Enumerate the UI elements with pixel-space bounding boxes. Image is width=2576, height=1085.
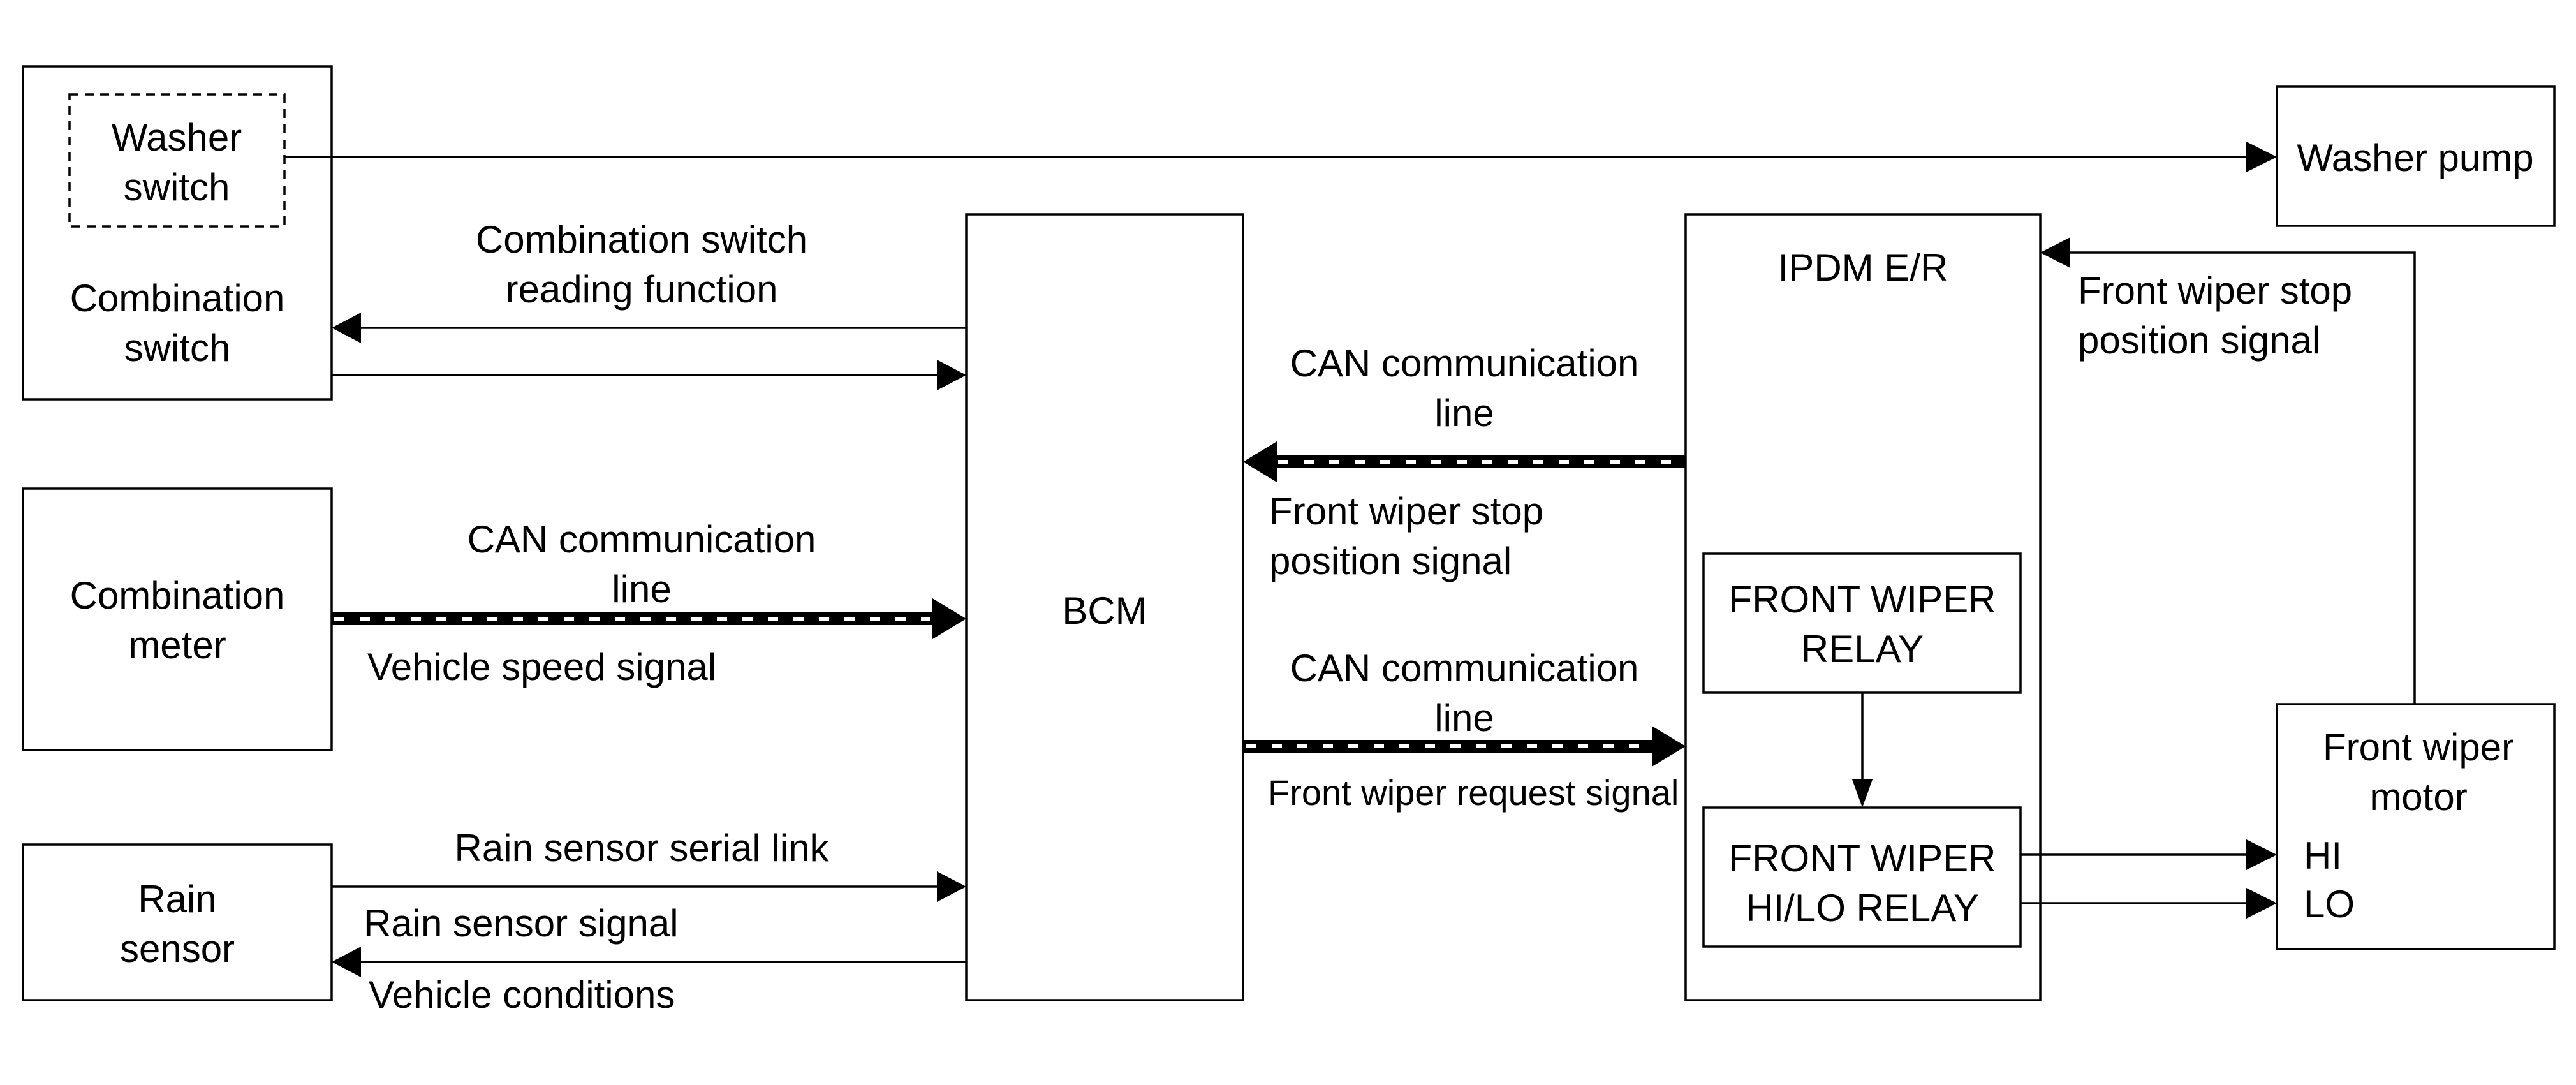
can-meter-to-bcm-line [332, 598, 966, 639]
can-ipdm-to-bcm-line [1243, 441, 1686, 482]
combination-switch-block: Combination switch [22, 65, 333, 401]
washer-switch-block: Washer switch [68, 93, 286, 228]
bcm-block: BCM [965, 213, 1244, 1001]
can-bcm-to-ipdm-line [1243, 726, 1686, 767]
vehicle-conditions-label: Vehicle conditions [369, 973, 675, 1016]
washer-switch-label-1: Washer [112, 116, 242, 159]
front-wiper-relay-label-2: RELAY [1801, 628, 1924, 670]
washer-pump-arrow [2246, 142, 2277, 172]
motor-hi-arrow [2246, 839, 2277, 870]
can-meter-label-2: line [612, 568, 671, 610]
front-wiper-motor-block: Front wiper motor HI LO [2276, 703, 2556, 950]
can-ipdm-label-2: line [1434, 392, 1494, 434]
can-bcm-label-2: line [1434, 697, 1494, 739]
washer-pump-label: Washer pump [2297, 137, 2533, 179]
front-wiper-relay-block: FRONT WIPER RELAY [1702, 552, 2022, 694]
can-meter-label-1: CAN communication [467, 518, 816, 561]
front-wiper-motor-label-1: Front wiper [2323, 726, 2514, 769]
bcm-to-rain-sensor-line [332, 947, 966, 977]
combination-meter-label-2: meter [128, 624, 226, 667]
front-wiper-hilo-relay-block: FRONT WIPER HI/LO RELAY [1702, 806, 2022, 948]
rain-sensor-label-2: sensor [120, 927, 235, 970]
can-ipdm-label-1: CAN communication [1290, 342, 1639, 385]
bcm-to-comb-switch-line [332, 313, 966, 343]
comb-switch-reading-label-1: Combination switch [476, 218, 807, 261]
stop-position-to-bcm-label-1: Front wiper stop [1269, 490, 1543, 533]
relay-to-hilo-relay-line [1852, 693, 1873, 808]
washer-switch-label-2: switch [124, 166, 230, 209]
rain-sensor-to-bcm-line [332, 871, 966, 902]
motor-to-ipdm-stop-position-line [2040, 237, 2416, 704]
hilo-relay-to-motor-lo-line [2020, 888, 2277, 919]
motor-lo-terminal-label: LO [2304, 883, 2355, 926]
rain-sensor-arrow [332, 947, 361, 977]
comb-switch-arrow [332, 313, 361, 343]
stop-position-from-motor-label-2: position signal [2078, 319, 2320, 362]
hilo-relay-to-motor-hi-line [2020, 839, 2277, 870]
can-ipdm-arrow [1243, 441, 1277, 482]
front-wiper-hilo-relay-label-2: HI/LO RELAY [1746, 887, 1979, 929]
front-wiper-hilo-relay-label-1: FRONT WIPER [1729, 837, 1996, 880]
combination-meter-label-1: Combination [70, 574, 285, 617]
vehicle-speed-signal-label: Vehicle speed signal [367, 646, 716, 688]
combination-switch-label-1: Combination [70, 277, 285, 320]
bcm-label: BCM [1062, 589, 1147, 632]
relay-arrow [1852, 779, 1873, 808]
motor-lo-arrow [2246, 888, 2277, 919]
stop-position-to-bcm-label-2: position signal [1269, 540, 1512, 582]
can-bcm-label-1: CAN communication [1290, 647, 1639, 690]
rain-sensor-block: Rain sensor [22, 843, 333, 1001]
comb-switch-reading-label-2: reading function [506, 268, 778, 311]
rain-sensor-label-1: Rain [138, 878, 216, 920]
combination-meter-block: Combination meter [22, 487, 333, 751]
front-wiper-relay-label-1: FRONT WIPER [1729, 578, 1996, 621]
ipdm-stop-position-arrow [2040, 237, 2070, 268]
can-bcm-arrow [1652, 726, 1686, 767]
rain-serial-arrow [937, 871, 966, 902]
wiper-request-signal-label: Front wiper request signal [1268, 772, 1679, 813]
rain-sensor-signal-label: Rain sensor signal [364, 902, 679, 945]
comb-switch-to-bcm-line [332, 360, 966, 390]
washer-pump-block: Washer pump [2276, 85, 2556, 227]
stop-position-from-motor-label-1: Front wiper stop [2078, 269, 2352, 312]
rain-serial-link-label: Rain sensor serial link [455, 827, 830, 869]
washer-switch-to-pump-line [284, 142, 2277, 172]
ipdm-label: IPDM E/R [1778, 246, 1948, 289]
motor-hi-terminal-label: HI [2304, 834, 2342, 877]
front-wiper-motor-label-2: motor [2369, 776, 2467, 818]
combination-switch-label-2: switch [124, 327, 231, 369]
can-meter-arrow [932, 598, 966, 639]
bcm-input-arrow [937, 360, 966, 390]
